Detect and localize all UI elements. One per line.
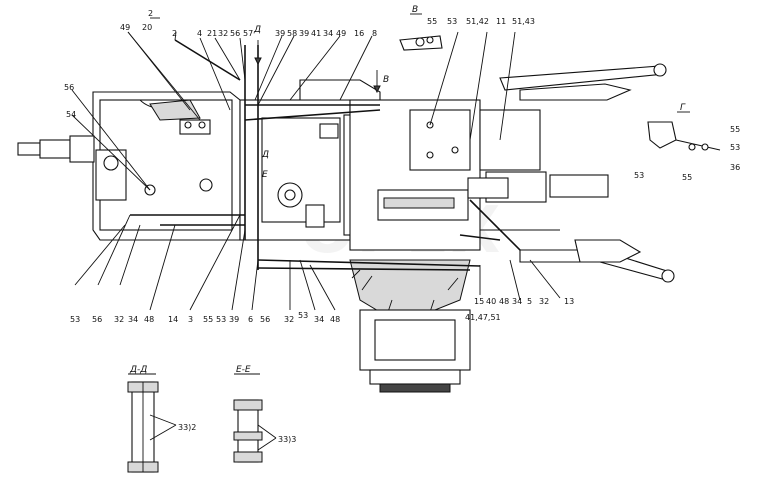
label-49: 49 (120, 23, 130, 32)
label-b-6: 6 (248, 315, 253, 324)
label-49-top: 49 (336, 29, 346, 38)
label-21: 21 (207, 29, 217, 38)
label-view-g: Г (680, 103, 686, 113)
label-section-e-mid: Е (262, 170, 268, 180)
label-view-b: В (412, 5, 418, 15)
label-b-15: 15 (474, 297, 484, 306)
label-56-top: 56 (230, 29, 240, 38)
label-b-3: 3 (188, 315, 193, 324)
label-55-view-g-bottom: 55 (682, 173, 692, 182)
label-b-5: 5 (527, 297, 532, 306)
label-section-d-top: Д (253, 25, 261, 35)
label-b-32: 32 (114, 315, 124, 324)
right-levers (499, 63, 675, 283)
label-b-14: 14 (168, 315, 178, 324)
label-section-ee-ref: 33)3 (278, 435, 296, 444)
label-section-dd: Д-Д (129, 365, 147, 375)
label-53-view-g: 53 (730, 143, 740, 152)
view-g-detail (647, 121, 721, 151)
label-34-top: 34 (323, 29, 333, 38)
label-b-40: 40 (486, 297, 496, 306)
label-b-53: 53 (70, 315, 80, 324)
rear-housing (349, 99, 609, 251)
label-4: 4 (197, 29, 202, 38)
label-8: 8 (372, 29, 377, 38)
label-b-13: 13 (564, 297, 574, 306)
label-b-48-b: 48 (330, 315, 340, 324)
label-11: 11 (496, 17, 506, 26)
label-b-41-47-51: 41,47,51 (465, 313, 501, 322)
label-16: 16 (354, 29, 364, 38)
label-b-48: 48 (144, 315, 154, 324)
label-b-53-c: 53 (298, 311, 308, 320)
label-55-view-g: 55 (730, 125, 740, 134)
label-41: 41 (311, 29, 321, 38)
label-58: 58 (287, 29, 297, 38)
label-57: 57 (243, 29, 253, 38)
label-b-34: 34 (128, 315, 138, 324)
label-39-top: 39 (275, 29, 285, 38)
label-b-53-b: 53 (216, 315, 226, 324)
label-b-32-b: 32 (284, 315, 294, 324)
lower-gear-assembly (349, 259, 471, 393)
label-b-32-c: 32 (539, 297, 549, 306)
label-arrow-b: В (383, 75, 389, 85)
section-markers (150, 17, 381, 94)
label-39-top-b: 39 (299, 29, 309, 38)
leader-lines (71, 31, 561, 451)
labels: 2 20 49 2 4 21 32 56 57 Д 39 58 39 41 34… (64, 5, 740, 444)
label-51-43: 51,43 (512, 17, 535, 26)
label-54: 54 (66, 110, 76, 119)
label-fraction-den: 20 (142, 23, 152, 32)
label-55-view-b: 55 (427, 17, 437, 26)
label-b-56: 56 (92, 315, 102, 324)
section-dd-part (127, 381, 159, 473)
label-b-34-c: 34 (512, 297, 522, 306)
label-51-42: 51,42 (466, 17, 489, 26)
label-53-view-g-left: 53 (634, 171, 644, 180)
label-section-dd-ref: 33)2 (178, 423, 196, 432)
label-b-56-b: 56 (260, 315, 270, 324)
view-b-detail (399, 35, 443, 51)
label-53-view-b: 53 (447, 17, 457, 26)
label-2: 2 (172, 29, 177, 38)
label-36-view-g: 36 (730, 163, 740, 172)
section-ee-part (233, 399, 263, 463)
label-section-ee: Е-Е (236, 365, 251, 375)
label-b-48-c: 48 (499, 297, 509, 306)
label-56-left: 56 (64, 83, 74, 92)
label-b-55: 55 (203, 315, 213, 324)
label-b-34-b: 34 (314, 315, 324, 324)
label-32: 32 (218, 29, 228, 38)
label-b-39: 39 (229, 315, 239, 324)
label-section-d-mid: Д (261, 150, 269, 160)
label-fraction-num: 2 (148, 9, 153, 18)
